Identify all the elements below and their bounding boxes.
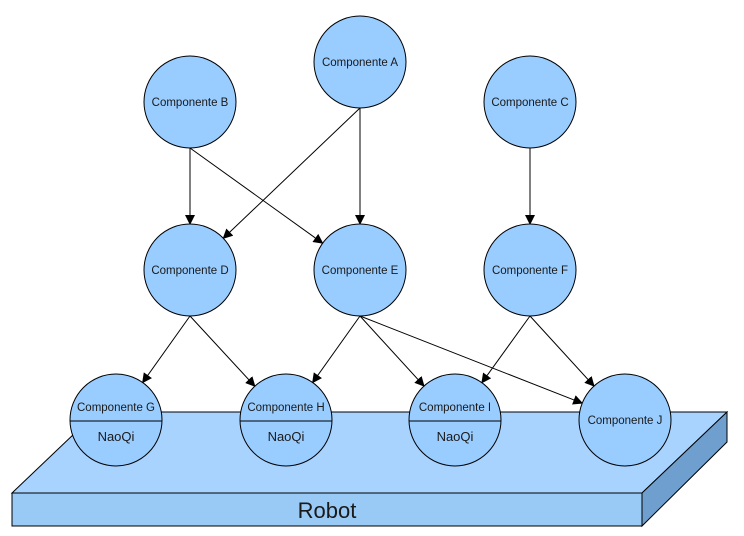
node-componente-h: NaoQi Componente H — [239, 373, 333, 467]
node-label: Componente D — [151, 265, 228, 277]
node-componente-b: Componente B — [143, 55, 237, 149]
node-circle — [143, 223, 237, 317]
platform-front-face — [11, 492, 643, 527]
naoqi-label: NaoQi — [268, 429, 305, 444]
node-circle — [313, 15, 407, 109]
node-label: Componente C — [491, 97, 568, 109]
edge-d-to-h — [189, 315, 256, 387]
node-circle — [408, 373, 502, 467]
node-circle — [483, 223, 577, 317]
robot-platform: Robot — [10, 410, 729, 528]
edge-e-to-j — [359, 315, 584, 405]
naoqi-label: NaoQi — [98, 429, 135, 444]
node-circle — [69, 373, 163, 467]
node-label: Componente I — [419, 402, 491, 414]
node-label: Componente J — [588, 415, 663, 427]
node-label: Componente H — [247, 402, 324, 414]
node-componente-j: Componente J — [578, 373, 672, 467]
edge-f-to-i — [481, 315, 531, 384]
robot-label: Robot — [298, 498, 357, 523]
edge-f-to-j — [529, 315, 595, 387]
edge-e-to-h — [312, 315, 361, 384]
node-componente-d: Componente D — [143, 223, 237, 317]
node-componente-f: Componente F — [483, 223, 577, 317]
edge-d-to-g — [142, 315, 191, 384]
node-componente-i: NaoQi Componente I — [408, 373, 502, 467]
edge-a-to-d — [222, 107, 361, 239]
nodes: Componente A Componente B Componente C Comp… — [69, 15, 672, 467]
node-componente-e: Componente E — [313, 223, 407, 317]
node-label: Componente G — [77, 402, 155, 414]
node-circle — [313, 223, 407, 317]
node-circle — [239, 373, 333, 467]
node-label: Componente F — [492, 265, 568, 277]
node-label: Componente B — [152, 97, 229, 109]
node-circle — [483, 55, 577, 149]
node-label: Componente E — [322, 265, 399, 277]
edge-e-to-i — [359, 315, 425, 387]
node-label: Componente A — [322, 57, 398, 69]
edge-b-to-e — [189, 147, 324, 244]
node-componente-c: Componente C — [483, 55, 577, 149]
naoqi-label: NaoQi — [437, 429, 474, 444]
edges — [142, 107, 595, 405]
node-circle — [143, 55, 237, 149]
node-circle — [578, 373, 672, 467]
node-componente-a: Componente A — [313, 15, 407, 109]
node-componente-g: NaoQi Componente G — [69, 373, 163, 467]
